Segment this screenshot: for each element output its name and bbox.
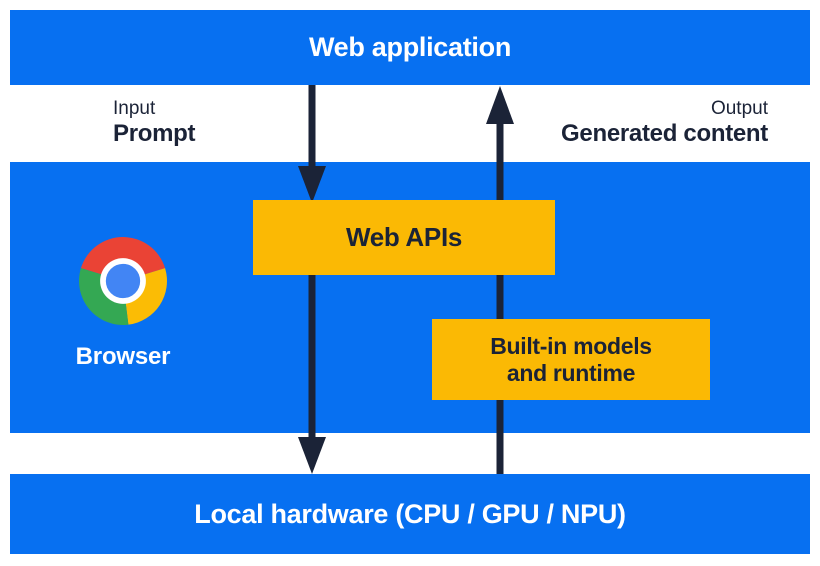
builtin-models-label-line1: Built-in models	[490, 332, 652, 359]
browser-label: Browser	[75, 343, 171, 370]
builtin-models-box: Built-in models and runtime	[432, 319, 710, 400]
local-hardware-bar: Local hardware (CPU / GPU / NPU)	[10, 474, 810, 554]
output-label-block: Output Generated content	[561, 97, 768, 148]
output-title: Output	[710, 98, 768, 119]
local-hardware-label: Local hardware (CPU / GPU / NPU)	[194, 498, 626, 529]
generated-content-label: Generated content	[561, 120, 768, 147]
web-application-bar: Web application	[10, 10, 810, 85]
web-application-label: Web application	[308, 32, 512, 62]
builtin-models-label-line2: and runtime	[506, 359, 636, 386]
chrome-logo-icon	[79, 237, 167, 325]
input-label-block: Input Prompt	[113, 97, 196, 148]
prompt-label: Prompt	[113, 120, 196, 147]
input-title: Input	[113, 98, 156, 119]
web-apis-box: Web APIs	[253, 200, 555, 275]
web-apis-label: Web APIs	[345, 222, 463, 252]
